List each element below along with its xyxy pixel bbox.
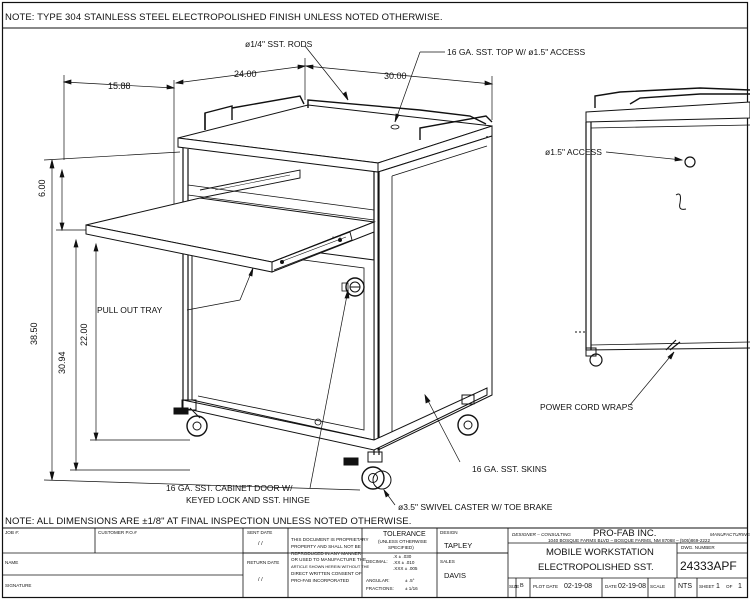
size-value: B — [520, 583, 524, 589]
dim-22-00: 22.00 — [79, 323, 89, 346]
top-note: NOTE: TYPE 304 STAINLESS STEEL ELECTROPO… — [5, 12, 443, 23]
leader-lines — [186, 45, 684, 506]
design-label: DESIGN — [440, 530, 458, 535]
dim-6-00: 6.00 — [37, 179, 47, 197]
sales-value: DAVIS — [444, 571, 466, 580]
dim-30-94: 30.94 — [57, 351, 67, 374]
tolerance-sub1: (UNLESS OTHERWISE — [378, 539, 427, 544]
proprietary-line: PROPERTY AND SHALL NOT BE — [291, 543, 361, 549]
proprietary-line: ARTICLE SHOWN HEREIN WITHOUT THE — [291, 564, 370, 570]
of-value: 1 — [738, 583, 742, 590]
plot-date-label: PLOT DATE — [533, 584, 559, 589]
tray-callout: PULL OUT TRAY — [97, 305, 163, 315]
manufacturer-tag: MANUFACTURING — [710, 532, 750, 537]
drawing-title-line2: ELECTROPOLISHED SST. — [538, 562, 654, 573]
door-callout-line1: 16 GA. SST. CABINET DOOR W/ — [166, 483, 293, 493]
drawing-title-line1: MOBILE WORKSTATION — [546, 547, 654, 558]
return-date-value: / / — [258, 577, 263, 583]
cart-rear-view — [575, 87, 750, 367]
title-block-grid — [2, 528, 748, 597]
design-value: TAPLEY — [444, 541, 473, 550]
return-date-label: RETURN DATE — [247, 560, 280, 565]
proprietary-line: OR USED TO MANUFACTURE THE — [291, 557, 367, 563]
sent-date-value: / / — [258, 541, 263, 547]
dim-30-00: 30.00 — [384, 71, 407, 81]
size-label: SIZE — [509, 584, 520, 589]
dim-38-50: 38.50 — [29, 322, 39, 345]
company-address: 1040 BOSQUE FARMS BLVD – BOSQUE FARMS, N… — [548, 538, 711, 543]
proprietary-line: DIRECT WRITTEN CONSENT OF — [291, 570, 362, 576]
pull-out-tray — [85, 169, 376, 273]
proprietary-notice: THIS DOCUMENT IS PROPRIETARY PROPERTY AN… — [291, 537, 370, 585]
decimal-label: DECIMAL: — [366, 559, 388, 564]
caster-callout: ø3.5" SWIVEL CASTER W/ TOE BRAKE — [398, 502, 553, 512]
proprietary-line: THIS DOCUMENT IS PROPRIETARY — [291, 537, 369, 542]
name-label: NAME — [5, 560, 19, 565]
signature-label: SIGNATURE — [5, 583, 32, 588]
scale-value: NTS — [678, 583, 692, 590]
job-label: JOB #: — [5, 530, 20, 535]
bottom-note: NOTE: ALL DIMENSIONS ARE ±1/8" AT FINAL … — [5, 516, 412, 527]
access-callout: ø1.5" ACCESS — [545, 147, 602, 157]
decimal-row-2: .XX ± .010 — [393, 560, 415, 565]
proprietary-line: PRO-FAB INCORPORATED — [291, 577, 350, 583]
company-name: PRO-FAB INC. — [593, 528, 657, 539]
cord-callout: POWER CORD WRAPS — [540, 402, 634, 412]
date-value: 02-19-08 — [618, 583, 647, 590]
sheet-value: 1 — [716, 583, 720, 590]
tolerance-sub2: SPECIFIED) — [388, 545, 414, 550]
casters — [173, 394, 479, 490]
decimal-row-3: .XXX ± .005 — [393, 566, 418, 571]
sent-date-label: SENT DATE — [247, 530, 273, 535]
cart-main — [177, 95, 493, 455]
dim-24-00: 24.00 — [234, 69, 257, 79]
date-label: DATE — [605, 584, 617, 589]
door-callout-line2: KEYED LOCK AND SST. HINGE — [186, 495, 310, 505]
tolerance-title: TOLERANCE — [383, 531, 426, 538]
angular-label: ANGULAR: — [366, 578, 390, 583]
sheet-label: SHEET — [699, 584, 715, 589]
rods-callout: ø1/4" SST. RODS — [245, 39, 313, 49]
fractions-label: FRACTIONS: — [366, 586, 394, 591]
of-label: OF — [726, 584, 733, 589]
fractions-value: ± 1/16 — [405, 586, 418, 591]
dwg-number: 24333APF — [680, 559, 737, 573]
sales-label: SALES — [440, 559, 455, 564]
scale-label: SCALE — [650, 584, 666, 589]
rail-marking: = = = — [332, 234, 342, 239]
angular-value: ± .5° — [405, 578, 415, 583]
top-callout: 16 GA. SST. TOP W/ ø1.5" ACCESS — [447, 47, 586, 57]
decimal-row-1: .X ± .030 — [393, 554, 412, 559]
dim-15-88: 15.88 — [108, 81, 131, 91]
proprietary-line: REPRODUCED IN ANY MANNER — [291, 550, 362, 556]
customer-label: CUSTOMER P.O.# — [98, 530, 137, 535]
skins-callout: 16 GA. SST. SKINS — [472, 464, 547, 474]
plot-date-value: 02-19-08 — [564, 583, 593, 590]
dimension-lines — [43, 58, 494, 491]
dwg-number-label: DWG. NUMBER — [681, 545, 715, 550]
designer-tag: DESIGNER – CONSULTING — [512, 532, 571, 537]
